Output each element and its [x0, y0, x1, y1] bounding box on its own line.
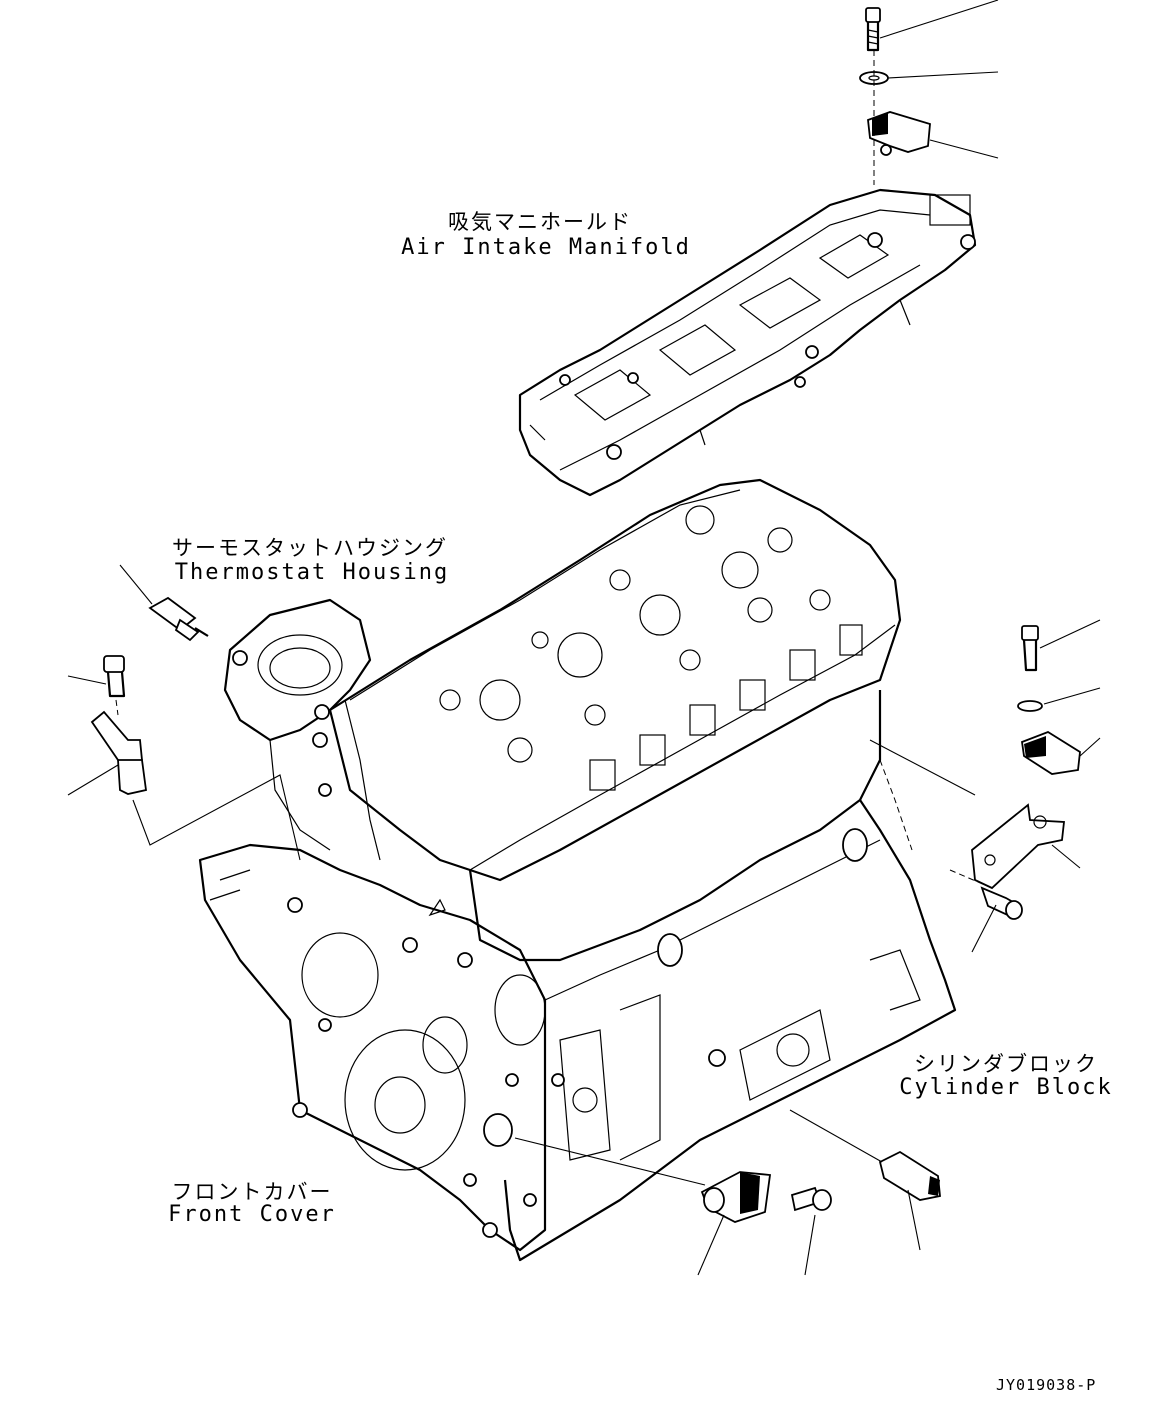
bottom-sensor-group — [514, 1109, 941, 1276]
cylinder-block-label-jp: シリンダブロック — [914, 1052, 1098, 1076]
manifold-sensor-group — [859, 0, 999, 185]
manifold-label-jp: 吸気マニホールド — [448, 210, 632, 234]
cylinder-block-label-en: Cylinder Block — [899, 1075, 1113, 1100]
right-sensor-group — [869, 619, 1101, 953]
cylinder-head — [328, 478, 902, 882]
thermostat-sensor — [119, 564, 209, 642]
front-cover — [198, 843, 565, 1252]
thermostat-label-jp: サーモスタットハウジング — [172, 536, 448, 560]
front-cover-label-jp: フロントカバー — [171, 1180, 333, 1204]
manifold-label-en: Air Intake Manifold — [401, 235, 691, 260]
air-intake-manifold — [518, 188, 977, 497]
front-cover-label-en: Front Cover — [168, 1202, 336, 1227]
document-id: JY019038-P — [996, 1376, 1097, 1394]
thermostat-label-en: Thermostat Housing — [174, 560, 450, 585]
crank-sensor-group — [67, 655, 301, 861]
thermostat-housing — [223, 598, 381, 861]
